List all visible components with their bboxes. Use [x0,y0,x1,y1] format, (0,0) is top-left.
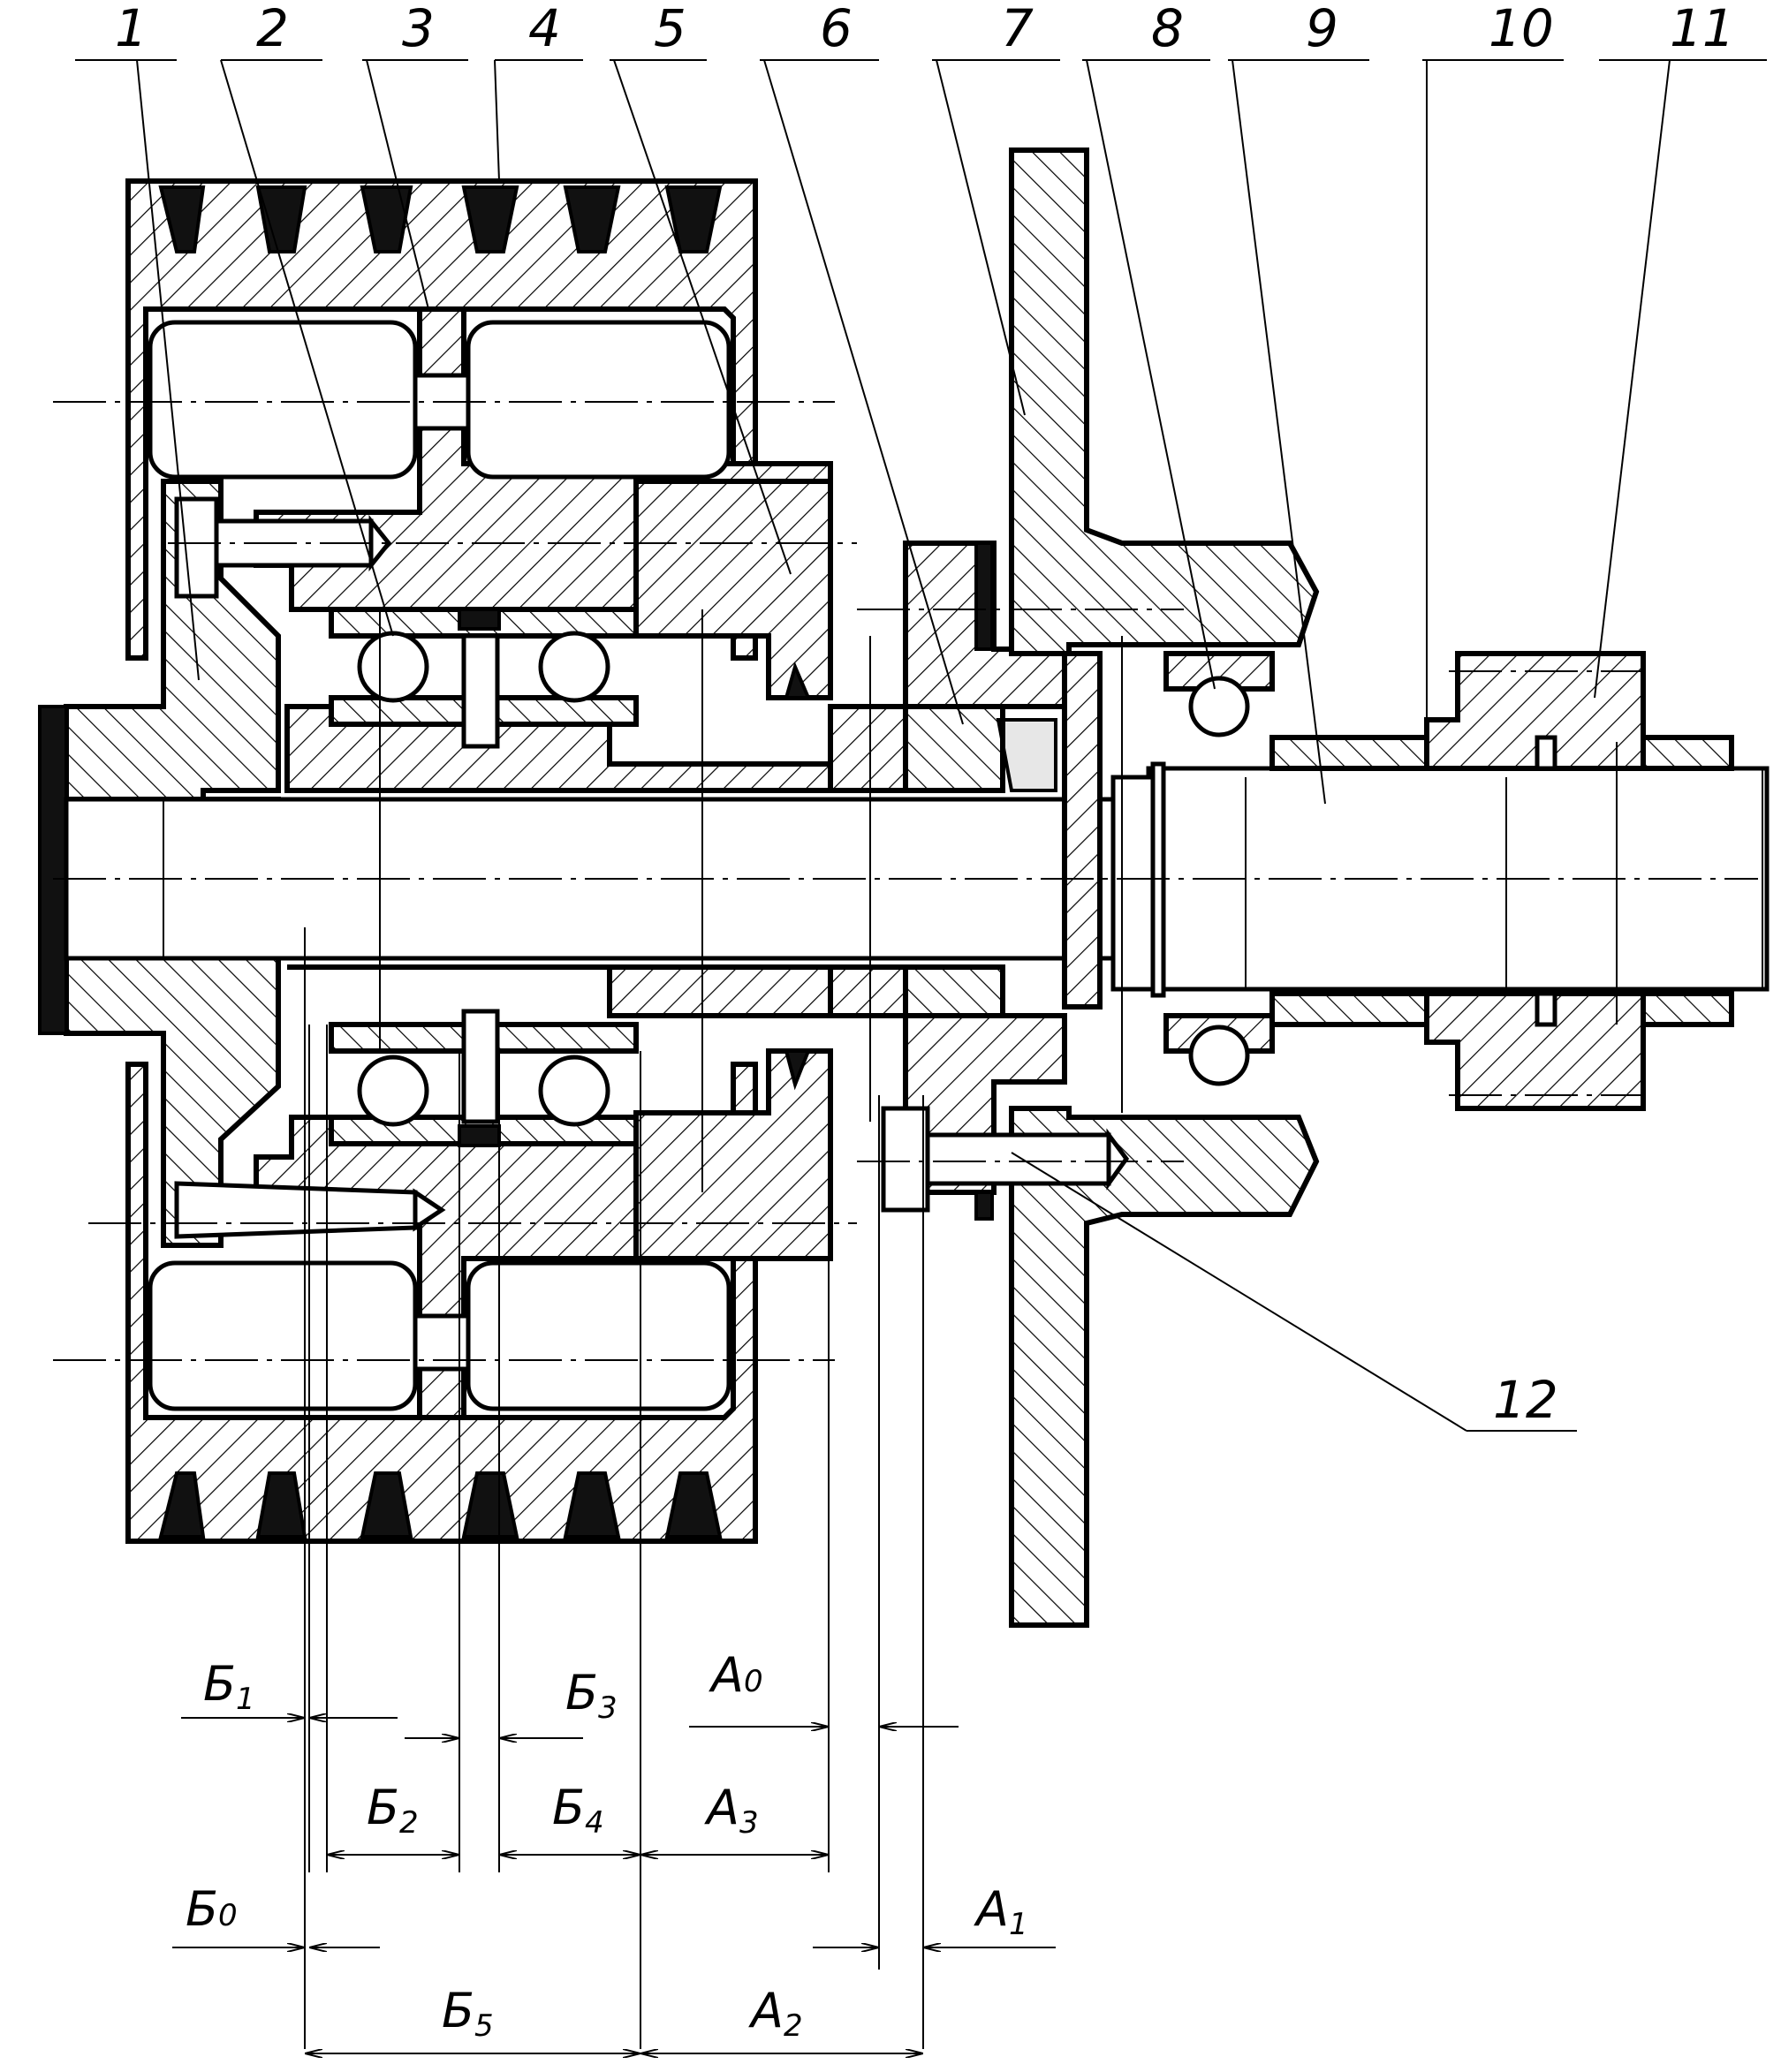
part-label-4: 4 [528,0,561,58]
leader-lines [75,59,1767,1432]
dimension-lines [172,1718,1056,2053]
part-label-10: 10 [1489,0,1554,58]
dim-label-a0: А0 [709,1647,763,1703]
part-label-2: 2 [256,0,289,58]
part-label-8: 8 [1151,0,1184,58]
housing-part-6 [828,541,1067,1221]
dim-label-b0: Б0 [186,1881,238,1937]
part-label-12: 12 [1493,1370,1558,1430]
part-label-6: 6 [820,0,853,58]
part-label-9: 9 [1306,0,1338,58]
bearings-left [329,607,639,1147]
part-label-11: 11 [1670,0,1735,58]
dimension-labels: Б1 Б3 А0 Б2 Б4 А3 Б0 А1 Б5 А2 [186,1647,1028,2044]
part-label-3: 3 [402,0,435,58]
centre-lines [53,401,1758,1361]
part-label-5: 5 [654,0,686,58]
extension-lines [163,609,1618,2049]
dim-label-a2: А2 [748,1983,803,2044]
cap-part-5 [633,479,833,1261]
bearing-right-part-8 [1062,651,1275,1086]
part-numbers: 1 2 3 4 5 6 7 8 9 10 11 12 [115,0,1735,1430]
dim-label-a1: А1 [974,1881,1028,1942]
belt-grooves-bottom [158,1471,723,1539]
bolt-part-12 [881,1106,1130,1213]
dim-label-b2: Б2 [367,1780,419,1841]
dim-label-b1: Б1 [203,1656,255,1717]
dim-label-a3: А3 [704,1780,759,1841]
gear-parts-10-11 [1269,651,1734,1111]
dim-label-b5: Б5 [442,1983,494,2044]
dim-label-b4: Б4 [552,1780,604,1841]
belt-grooves-top [158,185,723,253]
dim-label-b3: Б3 [565,1665,618,1726]
part-label-1: 1 [115,0,148,58]
part-label-7: 7 [1001,0,1034,58]
